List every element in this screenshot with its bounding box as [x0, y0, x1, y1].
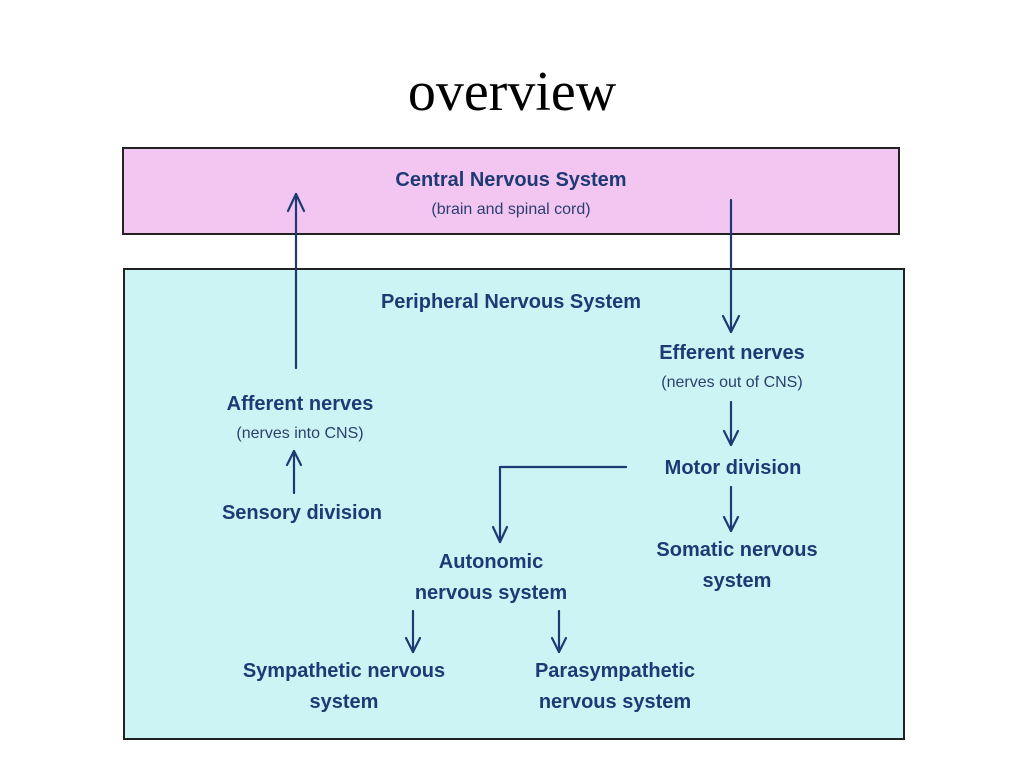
- autonomic-line-2: nervous system: [414, 582, 568, 604]
- autonomic-line-1: Autonomic: [438, 551, 544, 573]
- sympathetic-line-1: Sympathetic nervous: [242, 660, 446, 682]
- somatic-line-2: system: [702, 570, 772, 592]
- arrow-afferent-to-cns: [286, 192, 306, 370]
- sympathetic-line-2: system: [309, 691, 379, 713]
- cns-box: [122, 147, 900, 235]
- cns-title: Central Nervous System: [395, 169, 627, 191]
- somatic-line-1: Somatic nervous: [656, 539, 818, 561]
- arrow-motor-to-somatic: [722, 485, 740, 533]
- pns-box: [123, 268, 905, 740]
- cns-subtitle: (brain and spinal cord): [431, 201, 591, 218]
- pns-title: Peripheral Nervous System: [380, 291, 642, 313]
- motor-division: Motor division: [664, 457, 802, 479]
- arrow-autonomic-to-sympathetic: [404, 609, 422, 654]
- parasympathetic-line-1: Parasympathetic: [534, 660, 696, 682]
- slide-title: overview: [407, 61, 617, 123]
- arrow-autonomic-to-parasympathetic: [550, 609, 568, 654]
- arrow-motor-to-autonomic: [491, 465, 628, 544]
- arrow-cns-to-efferent: [721, 198, 741, 334]
- afferent-title: Afferent nerves: [226, 393, 374, 415]
- afferent-subtitle: (nerves into CNS): [236, 425, 364, 442]
- efferent-title: Efferent nerves: [659, 342, 805, 364]
- parasympathetic-line-2: nervous system: [538, 691, 692, 713]
- arrow-sensory-to-afferent: [285, 449, 303, 495]
- sensory-division: Sensory division: [221, 502, 383, 524]
- arrow-efferent-to-motor: [722, 400, 740, 447]
- efferent-subtitle: (nerves out of CNS): [661, 374, 803, 391]
